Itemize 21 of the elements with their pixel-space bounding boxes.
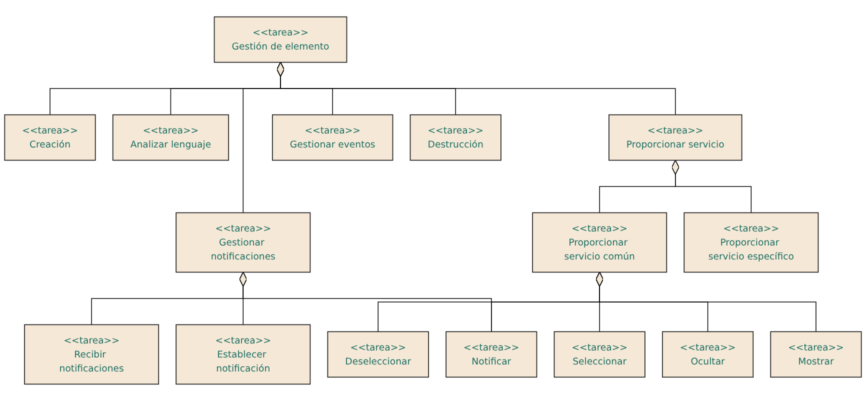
node-box: <<tarea>> Seleccionar (554, 331, 646, 378)
node-box: <<tarea>> Gestionar notificaciones (176, 212, 311, 273)
node-box: <<tarea>> Gestión de elemento (214, 16, 348, 63)
connector (239, 272, 492, 332)
node-box: <<tarea>> Gestionar eventos (272, 114, 394, 161)
node-box: <<tarea>> Recibir notificaciones (24, 324, 160, 385)
connector (672, 160, 752, 214)
node-box: <<tarea>> Proporcionar servicio específico (684, 212, 819, 273)
node-box: <<tarea>> Mostrar (770, 331, 862, 378)
node-box: <<tarea>> Deseleccionar (327, 331, 429, 378)
node-box: <<tarea>> Notificar (446, 331, 538, 378)
connector (276, 62, 676, 116)
node-box: <<tarea>> Destrucción (410, 114, 502, 161)
node-box: <<tarea>> Proporcionar servicio común (532, 212, 668, 273)
node-box: <<tarea>> Analizar lenguaje (112, 114, 230, 161)
node-box: <<tarea>> Creación (4, 114, 96, 161)
node-box: <<tarea>> Ocultar (662, 331, 754, 378)
node-box: <<tarea>> Establecer notificación (176, 324, 311, 385)
connector (276, 62, 456, 116)
connector (378, 272, 604, 332)
node-box: <<tarea>> Proporcionar servicio (608, 114, 742, 161)
